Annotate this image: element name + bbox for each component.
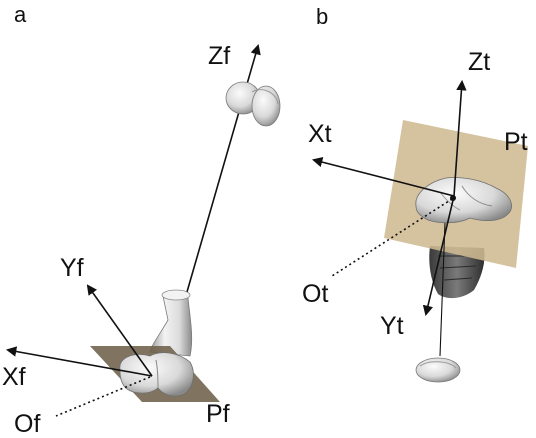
pt-label: Pt xyxy=(504,128,528,156)
xf-axis-arrow xyxy=(5,346,153,377)
yt-label: Yt xyxy=(380,312,404,340)
distal-tibia xyxy=(415,357,461,383)
zt-axis-arrow xyxy=(453,79,467,197)
xt-axis-arrow xyxy=(311,157,455,197)
ot-leader-line xyxy=(331,198,453,277)
tibial-plateau xyxy=(415,177,512,224)
ot-label: Ot xyxy=(302,280,328,308)
xt-label: Xt xyxy=(308,120,332,148)
of-leader-line xyxy=(55,376,151,417)
panel-a-label: a xyxy=(14,2,27,27)
xf-label: Xf xyxy=(2,363,26,391)
of-label: Of xyxy=(14,410,40,438)
distal-femur xyxy=(149,289,193,357)
femoral-head xyxy=(225,81,281,127)
pf-label: Pf xyxy=(206,400,230,428)
panel-b-label: b xyxy=(316,4,328,29)
panel-b: b Zt Xt Pt Ot Yt xyxy=(302,4,528,383)
panel-a: a Zf Yf Xf Of Pf xyxy=(2,2,281,438)
yt-axis-arrow xyxy=(422,195,455,317)
yf-axis-arrow xyxy=(86,284,153,377)
zt-label: Zt xyxy=(468,48,490,76)
femoral-condyles xyxy=(119,352,194,397)
yf-label: Yf xyxy=(60,254,84,282)
zf-label: Zf xyxy=(208,42,230,70)
